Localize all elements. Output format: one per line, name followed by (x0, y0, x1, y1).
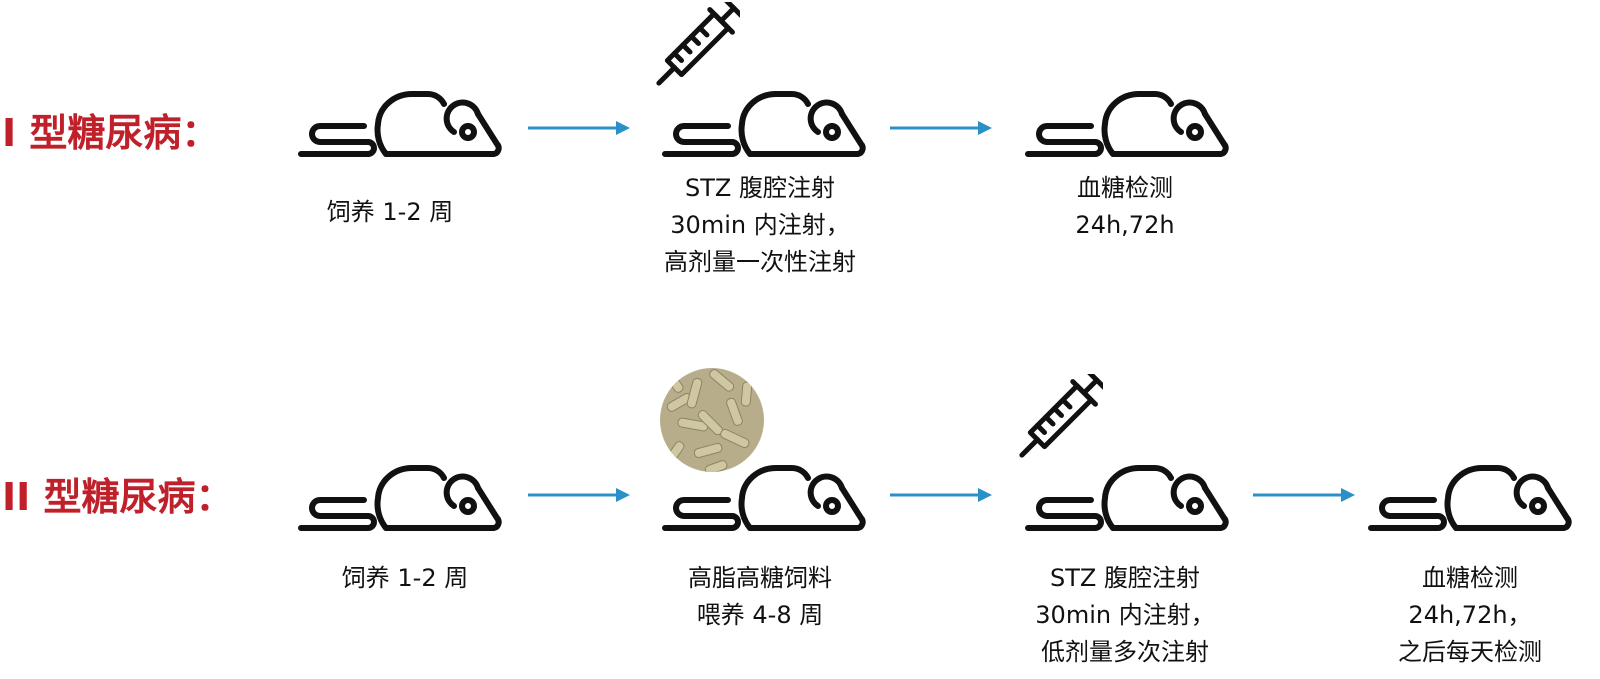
arrow-right-icon (1253, 488, 1355, 502)
step-line: 24h,72h (1075, 211, 1175, 239)
arrow-right-icon (528, 121, 630, 135)
step-line: STZ 腹腔注射 (685, 174, 835, 202)
step-label: 血糖检测 24h,72h， 之后每天检测 (1320, 560, 1600, 671)
feed-pellets-image (660, 368, 764, 472)
mouse-icon (662, 86, 866, 158)
mouse-icon (298, 86, 502, 158)
step-line: 喂养 4-8 周 (696, 601, 824, 629)
type2-title: II 型糖尿病： (2, 475, 234, 519)
step-line: 高脂高糖饲料 (688, 564, 832, 592)
step-label: 饲养 1-2 周 (240, 194, 540, 231)
step-line: 血糖检测 (1077, 174, 1173, 202)
step-label: 饲养 1-2 周 (255, 560, 555, 597)
step-line: 低剂量多次注射 (1041, 638, 1209, 666)
step-line: STZ 腹腔注射 (1050, 564, 1200, 592)
step-line: 之后每天检测 (1398, 638, 1542, 666)
step-line: 饲养 1-2 周 (341, 564, 469, 592)
type1-title: I 型糖尿病： (2, 111, 220, 155)
mouse-icon (1368, 460, 1572, 532)
step-line: 30min 内注射， (670, 211, 850, 239)
step-line: 高剂量一次性注射 (664, 248, 856, 276)
step-label: 血糖检测 24h,72h (975, 170, 1275, 244)
step-line: 30min 内注射， (1035, 601, 1215, 629)
mouse-icon (1025, 460, 1229, 532)
arrow-right-icon (528, 488, 630, 502)
step-line: 24h,72h， (1408, 601, 1532, 629)
step-label: 高脂高糖饲料 喂养 4-8 周 (610, 560, 910, 634)
syringe-icon (1003, 374, 1103, 474)
mouse-icon (662, 460, 866, 532)
mouse-icon (1025, 86, 1229, 158)
step-line: 血糖检测 (1422, 564, 1518, 592)
arrow-right-icon (890, 121, 992, 135)
step-line: 饲养 1-2 周 (326, 198, 454, 226)
step-label: STZ 腹腔注射 30min 内注射， 高剂量一次性注射 (610, 170, 910, 281)
arrow-right-icon (890, 488, 992, 502)
step-label: STZ 腹腔注射 30min 内注射， 低剂量多次注射 (975, 560, 1275, 671)
mouse-icon (298, 460, 502, 532)
